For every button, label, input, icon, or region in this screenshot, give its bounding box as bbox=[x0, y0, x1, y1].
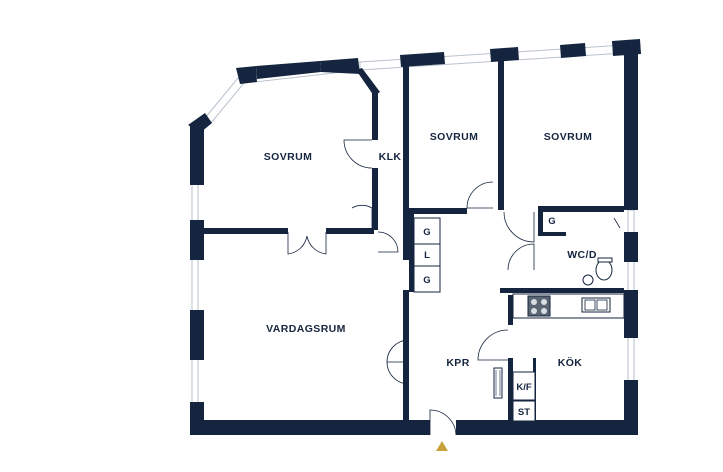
fixtures bbox=[413, 217, 625, 422]
room-label-klk: KLK bbox=[379, 151, 402, 163]
room-label-sovrum-2: SOVRUM bbox=[430, 131, 479, 143]
kitchen-sink-icon bbox=[581, 297, 611, 313]
room-label-kf: K/F bbox=[516, 382, 532, 393]
closet-label-l: L bbox=[424, 250, 430, 261]
outer-walls bbox=[188, 39, 641, 435]
closet-label-g-lower: G bbox=[423, 275, 430, 286]
entrance-marker-icon bbox=[436, 441, 448, 451]
closet-label-g-wc: G bbox=[548, 216, 555, 227]
room-label-sovrum-3: SOVRUM bbox=[544, 131, 593, 143]
room-label-kok: KÖK bbox=[558, 356, 583, 369]
closet-label-g-upper: G bbox=[423, 227, 430, 238]
room-label-wc-d: WC/D bbox=[567, 249, 597, 261]
room-label-kpr: KPR bbox=[446, 357, 469, 369]
room-labels: SOVRUM KLK SOVRUM SOVRUM G L G G WC/D VA… bbox=[264, 131, 597, 418]
room-label-sovrum-1: SOVRUM bbox=[264, 151, 313, 163]
room-label-vardagsrum: VARDAGSRUM bbox=[266, 323, 346, 335]
stove-icon bbox=[527, 295, 551, 317]
room-label-st: ST bbox=[518, 407, 530, 418]
radiator-icon bbox=[493, 367, 503, 399]
doors bbox=[287, 139, 535, 436]
